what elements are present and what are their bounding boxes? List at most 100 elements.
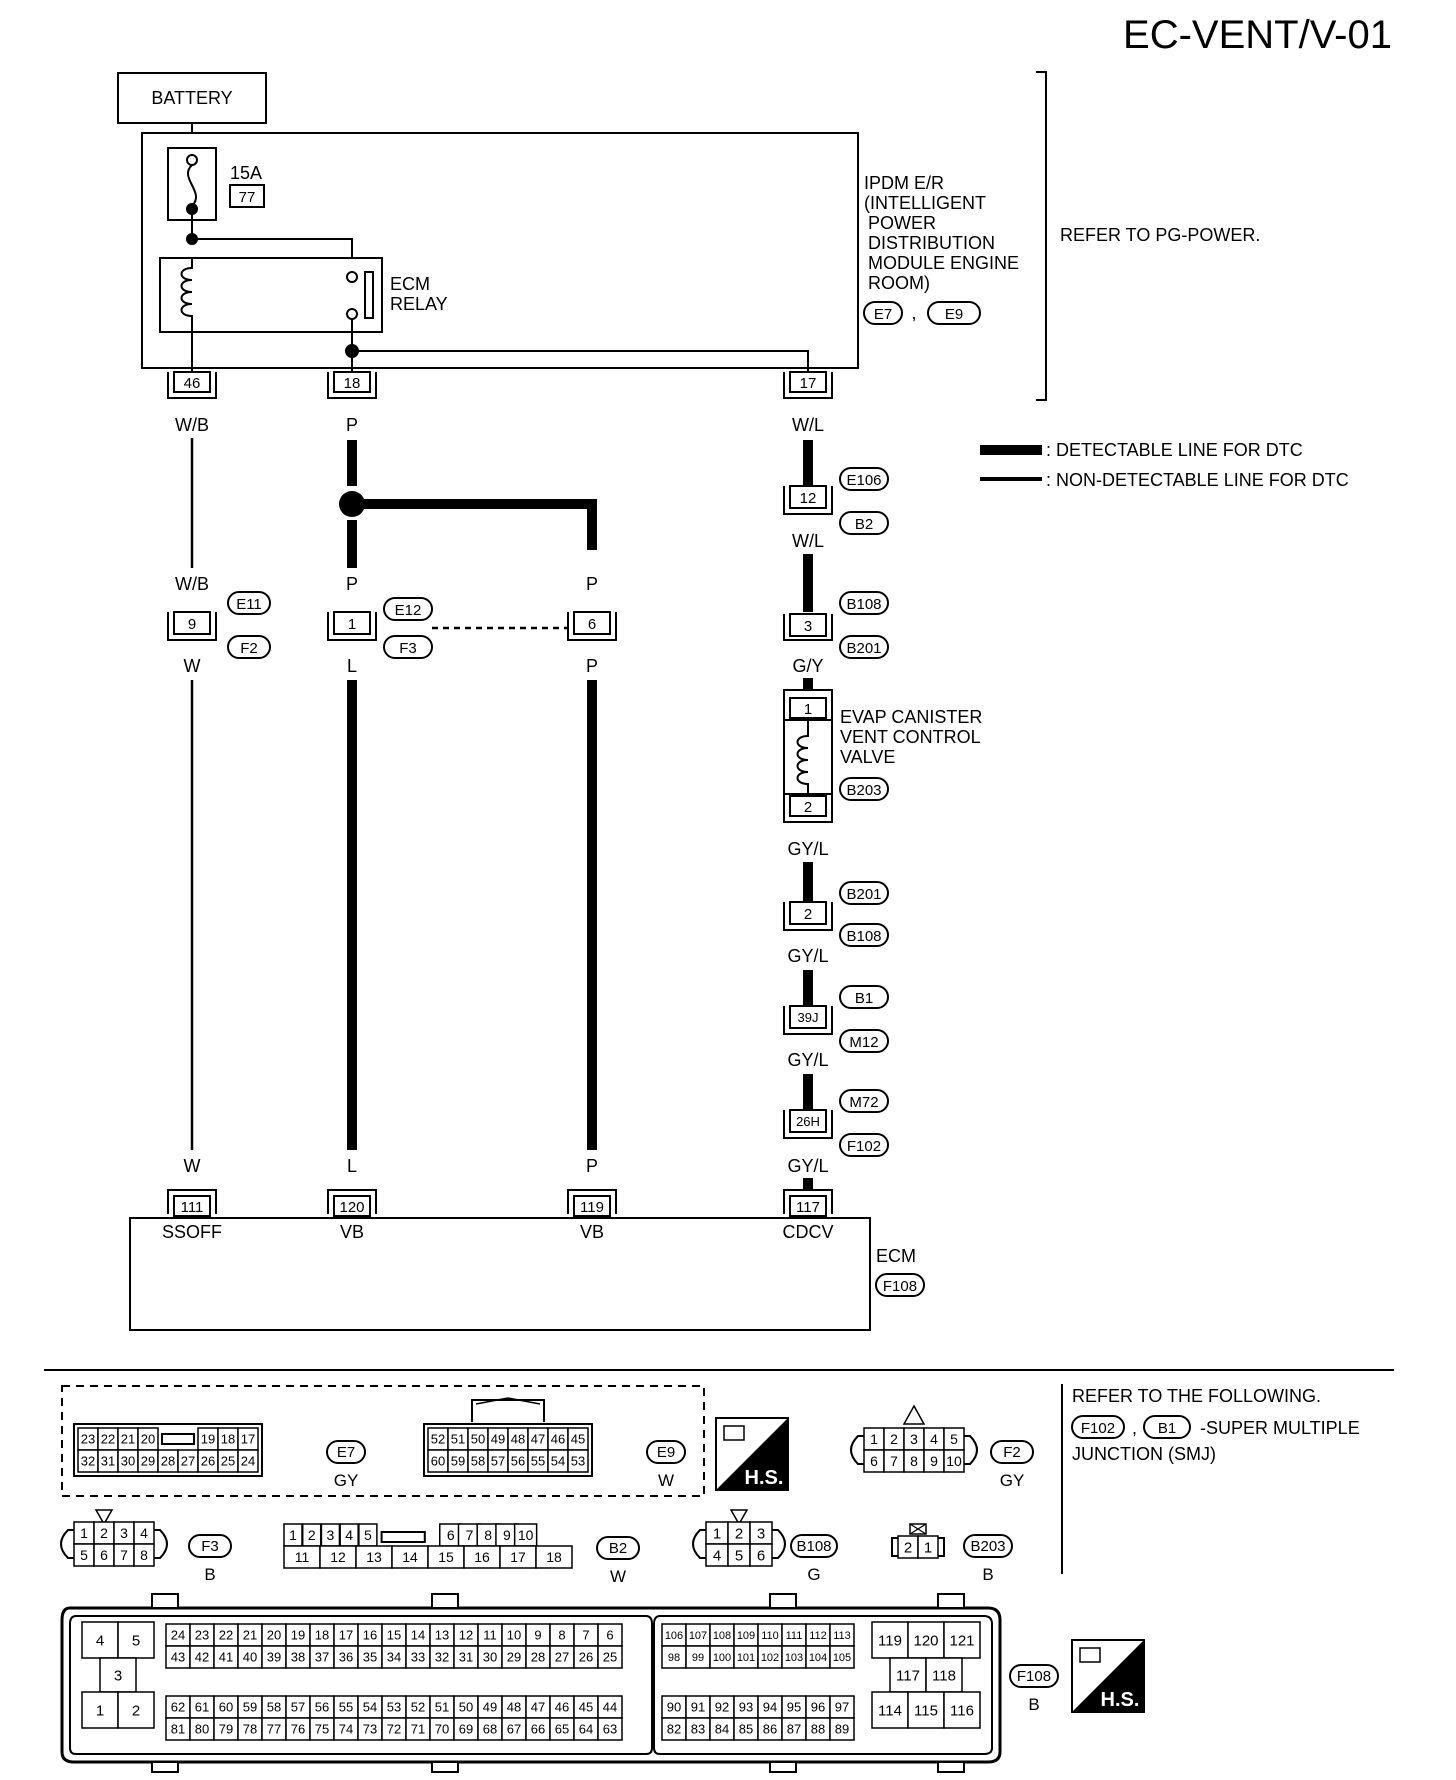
svg-text:P: P	[346, 574, 358, 594]
ecm-label: ECM	[876, 1246, 916, 1266]
pin-label: 32	[81, 1454, 95, 1469]
ecm-terminal-120: 120	[327, 1189, 377, 1217]
fuse-icon	[186, 164, 198, 207]
valve-label-1: EVAP CANISTER	[840, 707, 982, 727]
pin-label: 93	[739, 1700, 753, 1715]
svg-text:2: 2	[804, 799, 812, 816]
svg-text:B1: B1	[1158, 1420, 1176, 1437]
relay-coil-icon	[180, 258, 193, 332]
pin-label: 12	[330, 1549, 346, 1565]
svg-text:F3: F3	[399, 640, 417, 657]
pin-label: 52	[411, 1700, 425, 1715]
pin-label: 22	[101, 1432, 115, 1447]
pin-label: 24	[171, 1628, 185, 1643]
svg-text:117: 117	[796, 1199, 820, 1216]
pin-label: 42	[195, 1650, 209, 1665]
pin-label: 109	[737, 1630, 755, 1642]
svg-text:E106: E106	[846, 472, 881, 489]
svg-text:,: ,	[911, 303, 916, 323]
pin-label: 79	[219, 1722, 233, 1737]
pin-label: 75	[315, 1722, 329, 1737]
pin-label: 45	[571, 1432, 585, 1447]
svg-text:P: P	[586, 574, 598, 594]
pin-cell	[829, 1717, 855, 1741]
pin-label: 120	[913, 1632, 938, 1649]
pin-label: 15	[387, 1628, 401, 1643]
pin-label: 8	[558, 1628, 565, 1643]
pin-label: 9	[534, 1628, 541, 1643]
svg-text:B2: B2	[855, 516, 873, 533]
svg-text:B201: B201	[846, 886, 881, 903]
pin-label: 13	[435, 1628, 449, 1643]
svg-text:H.S.: H.S.	[1101, 1689, 1140, 1711]
pin-label: 26	[201, 1454, 215, 1469]
pin-label: 6	[100, 1547, 108, 1563]
connector-group-dashed	[61, 1385, 705, 1497]
pin-label: 112	[809, 1630, 827, 1642]
pin-label: 95	[787, 1700, 801, 1715]
pin-label: 78	[243, 1722, 257, 1737]
pin-label: 85	[739, 1722, 753, 1737]
pin-label: 14	[411, 1628, 425, 1643]
ecm-terminal-111: 111	[167, 1189, 217, 1217]
pin-cell	[871, 1691, 909, 1729]
pin-label: 80	[195, 1722, 209, 1737]
svg-text:GY/L: GY/L	[787, 1050, 828, 1070]
pin-label: 3	[910, 1431, 918, 1447]
pin-label: 1	[870, 1431, 878, 1447]
pin-label: 50	[459, 1700, 473, 1715]
pin-label: 101	[737, 1652, 755, 1664]
legend-detectable: : DETECTABLE LINE FOR DTC	[1046, 440, 1303, 460]
pin-label: 83	[691, 1722, 705, 1737]
svg-text:VB: VB	[340, 1222, 364, 1242]
pin-label: 26	[579, 1650, 593, 1665]
pin-cell	[117, 1691, 155, 1729]
pin-label: 58	[267, 1700, 281, 1715]
pin-cell	[943, 1691, 981, 1729]
pin-cell	[81, 1691, 119, 1729]
pin-label: 104	[809, 1652, 827, 1664]
valve-label-2: VENT CONTROL	[840, 727, 981, 747]
ipdm-label-2: (INTELLIGENT	[864, 193, 986, 213]
pin-label: 43	[171, 1650, 185, 1665]
junction-t6: 6	[567, 611, 617, 641]
pin-cell	[749, 1543, 773, 1567]
svg-text:W/L: W/L	[792, 531, 824, 551]
pin-label: 119	[878, 1632, 902, 1649]
pin-label: 30	[483, 1650, 497, 1665]
svg-text:G/Y: G/Y	[792, 656, 823, 676]
pin-label: 10	[518, 1527, 534, 1543]
svg-text:46: 46	[184, 375, 201, 392]
pin-label: 57	[291, 1700, 305, 1715]
ecm-box	[129, 1217, 871, 1331]
pin-label: 23	[195, 1628, 209, 1643]
pin-label: 106	[665, 1630, 683, 1642]
pin-label: 15	[438, 1549, 454, 1565]
pin-label: 88	[811, 1722, 825, 1737]
pin-label: 59	[451, 1454, 465, 1469]
pin-label: 94	[763, 1700, 777, 1715]
svg-text:12: 12	[800, 490, 817, 507]
pin-label: 63	[603, 1722, 617, 1737]
connector-id: B203	[970, 1538, 1005, 1555]
pin-label: 67	[507, 1722, 521, 1737]
ipdm-terminal-18: 18	[327, 371, 377, 399]
connector-color: B	[982, 1565, 993, 1584]
pin-label: 74	[339, 1722, 353, 1737]
svg-text:W/B: W/B	[175, 574, 209, 594]
pin-label: 47	[531, 1700, 545, 1715]
svg-text:9: 9	[188, 616, 196, 633]
pin-label: 117	[896, 1667, 920, 1684]
pin-label: 6	[757, 1547, 765, 1564]
pin-label: 5	[80, 1547, 88, 1563]
pin-label: 28	[161, 1454, 175, 1469]
svg-text:111: 111	[181, 1199, 204, 1216]
pin-label: 23	[81, 1432, 95, 1447]
pin-label: 97	[835, 1700, 849, 1715]
pin-label: 1	[96, 1702, 104, 1719]
connector-id-pill	[596, 1536, 640, 1560]
pin-label: 7	[890, 1453, 898, 1469]
svg-text:CDCV: CDCV	[782, 1222, 833, 1242]
